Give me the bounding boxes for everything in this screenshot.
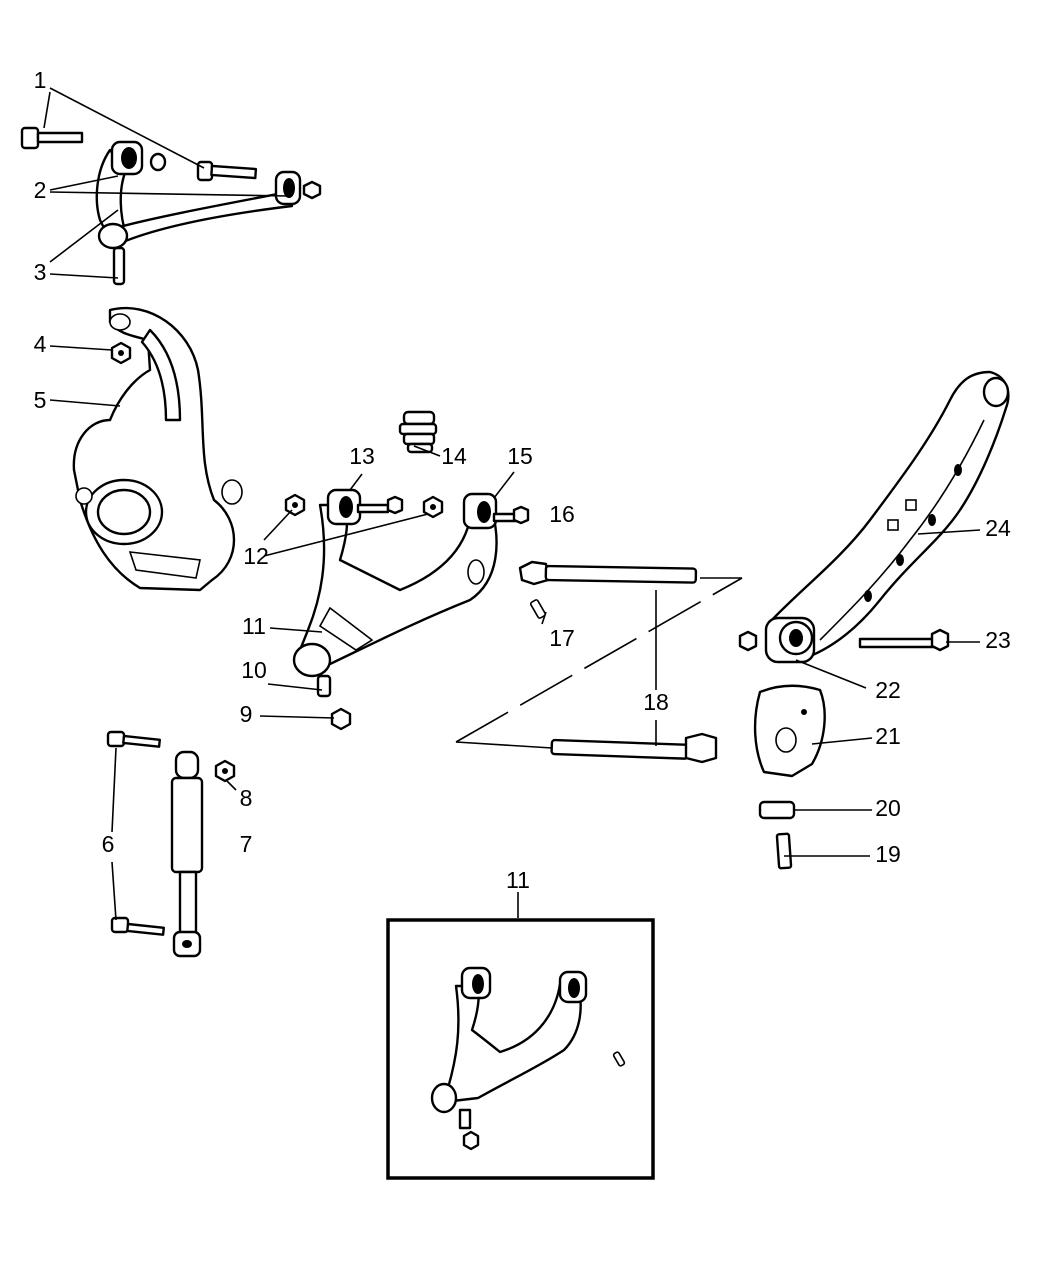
strut-rod-dashed-guide xyxy=(455,577,743,749)
callout-21: 21 xyxy=(875,723,901,749)
lower-control-arm xyxy=(292,488,498,698)
steering-knuckle xyxy=(72,306,243,592)
callout-11-inset: 11 xyxy=(506,867,530,893)
callout-20: 20 xyxy=(875,795,901,821)
callout-19: 19 xyxy=(875,841,901,867)
callout-5: 5 xyxy=(34,387,47,413)
callout-13: 13 xyxy=(349,443,375,469)
bolt-part-1-left xyxy=(20,126,84,150)
callout-24: 24 xyxy=(985,515,1011,541)
bolt-part-6-upper xyxy=(106,730,162,748)
nut-part-12-left xyxy=(284,493,306,517)
inset-frame xyxy=(386,918,655,1180)
bushing-part-22 xyxy=(764,616,816,664)
bolt-part-1-right xyxy=(196,160,258,182)
callout-17: 17 xyxy=(549,625,575,651)
strut-rod-lower xyxy=(550,732,718,764)
bolt-part-16 xyxy=(492,505,530,525)
callout-2: 2 xyxy=(34,177,47,203)
bracket-part-21 xyxy=(753,684,826,778)
strut-rod-upper xyxy=(518,560,698,586)
nut-part-4 xyxy=(110,341,132,365)
nut-part-20 xyxy=(758,800,796,820)
callout-4: 4 xyxy=(34,331,47,357)
nut-part-12-right xyxy=(422,495,444,519)
callout-8: 8 xyxy=(240,785,253,811)
callout-3: 3 xyxy=(34,259,47,285)
callout-23: 23 xyxy=(985,627,1011,653)
callout-9: 9 xyxy=(240,701,253,727)
leader-lines xyxy=(43,87,981,921)
callout-18: 18 xyxy=(643,689,669,715)
lower-control-arm-inset xyxy=(430,966,626,1151)
nut-part-8 xyxy=(214,759,236,783)
bolt-part-6-lower xyxy=(110,916,166,936)
pin-part-17 xyxy=(529,599,547,619)
callout-7: 7 xyxy=(240,831,253,857)
nut-near-part-22 xyxy=(738,630,758,652)
callout-15: 15 xyxy=(507,443,533,469)
callout-14: 14 xyxy=(441,443,467,469)
callout-16: 16 xyxy=(549,501,575,527)
bolt-part-19 xyxy=(775,832,793,870)
callout-1: 1 xyxy=(34,67,47,93)
callout-12: 12 xyxy=(243,543,269,569)
callout-22: 22 xyxy=(875,677,901,703)
bolt-part-23 xyxy=(858,628,950,652)
callout-11: 11 xyxy=(242,613,266,639)
bolt-part-13 xyxy=(356,495,404,515)
callout-10: 10 xyxy=(241,657,267,683)
bump-stop xyxy=(398,410,438,454)
callout-6: 6 xyxy=(102,831,115,857)
nut-part-9 xyxy=(330,707,352,731)
shock-absorber xyxy=(170,750,204,958)
crossmember xyxy=(768,370,1010,662)
